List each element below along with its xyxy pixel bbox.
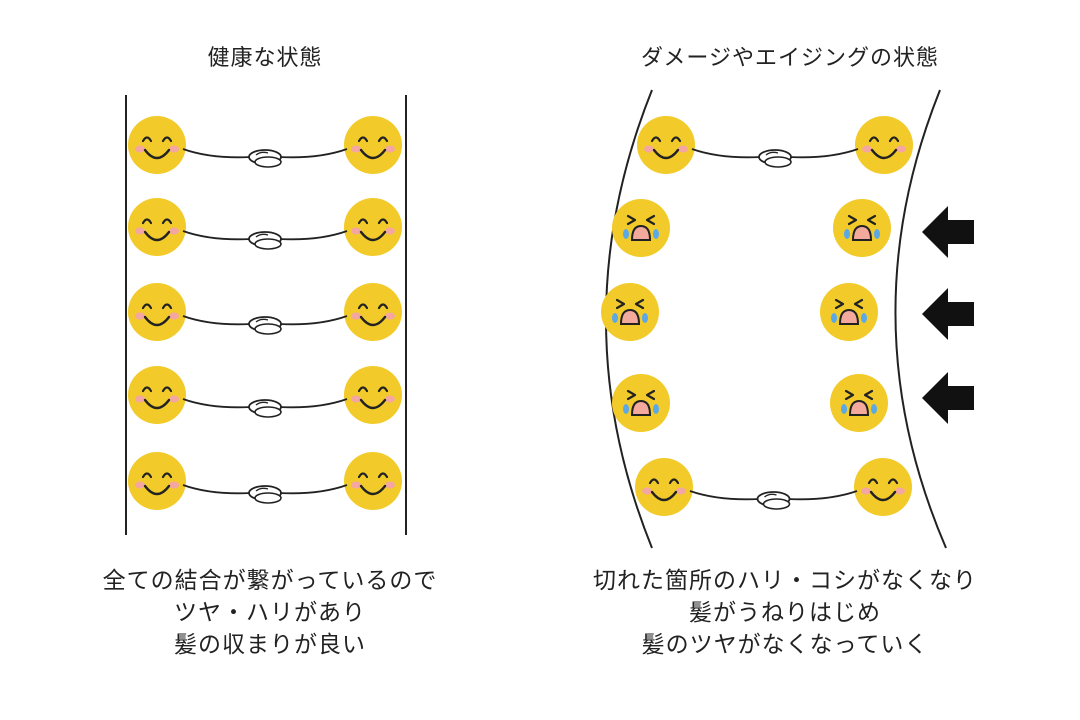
bond-line bbox=[278, 148, 348, 159]
smile-face-icon bbox=[855, 116, 913, 174]
caption-damaged-line-1: 切れた箇所のハリ・コシがなくなり bbox=[593, 568, 977, 594]
bond-line bbox=[278, 230, 348, 241]
handshake-icon bbox=[248, 316, 282, 335]
crying-face-icon bbox=[833, 199, 891, 257]
title-damaged: ダメージやエイジングの状態 bbox=[641, 46, 939, 71]
arrow-left-icon bbox=[922, 288, 974, 340]
smile-face-icon bbox=[344, 366, 402, 424]
title-healthy: 健康な状態 bbox=[207, 46, 323, 71]
bond-line bbox=[278, 398, 348, 409]
handshake-icon bbox=[756, 491, 791, 510]
bond-line bbox=[278, 484, 348, 495]
handshake-icon bbox=[248, 485, 282, 504]
caption-damaged: 切れた箇所のハリ・コシがなくなり 髪がうねりはじめ 髪のツヤがなくなっていく bbox=[545, 565, 1025, 661]
crying-face-icon bbox=[830, 374, 888, 432]
smile-face-icon bbox=[128, 116, 186, 174]
smile-face-icon bbox=[128, 452, 186, 510]
caption-damaged-line-3: 髪のツヤがなくなっていく bbox=[641, 632, 929, 658]
caption-healthy: 全ての結合が繋がっているので ツヤ・ハリがあり 髪の収まりが良い bbox=[40, 565, 500, 661]
handshake-icon bbox=[758, 149, 792, 168]
smile-face-icon bbox=[344, 198, 402, 256]
bond-line bbox=[788, 148, 859, 159]
crying-face-icon bbox=[820, 283, 878, 341]
bond-line bbox=[182, 148, 252, 159]
smile-face-icon bbox=[128, 283, 186, 341]
bond-line bbox=[689, 490, 760, 501]
handshake-icon bbox=[248, 149, 282, 168]
bond-line bbox=[182, 484, 252, 495]
crying-face-icon bbox=[612, 199, 670, 257]
smile-face-icon bbox=[344, 283, 402, 341]
caption-healthy-line-1: 全ての結合が繋がっているので bbox=[102, 568, 438, 594]
smile-face-icon bbox=[128, 366, 186, 424]
caption-healthy-line-2: ツヤ・ハリがあり bbox=[174, 600, 366, 626]
crying-face-icon bbox=[601, 283, 659, 341]
bond-line bbox=[278, 315, 348, 326]
bond-line bbox=[787, 490, 858, 501]
bond-line bbox=[182, 315, 252, 326]
handshake-icon bbox=[248, 231, 282, 250]
smile-face-icon bbox=[635, 458, 693, 516]
handshake-icon bbox=[248, 399, 282, 418]
smile-face-icon bbox=[854, 458, 912, 516]
hair-wall-right-bowed bbox=[894, 89, 947, 549]
smile-face-icon bbox=[637, 116, 695, 174]
arrow-left-icon bbox=[922, 372, 974, 424]
caption-healthy-line-3: 髪の収まりが良い bbox=[174, 632, 366, 658]
bond-line bbox=[182, 398, 252, 409]
smile-face-icon bbox=[344, 116, 402, 174]
smile-face-icon bbox=[344, 452, 402, 510]
bond-line bbox=[182, 230, 252, 241]
smile-face-icon bbox=[128, 198, 186, 256]
crying-face-icon bbox=[612, 374, 670, 432]
caption-damaged-line-2: 髪がうねりはじめ bbox=[689, 600, 881, 626]
bond-line bbox=[691, 148, 762, 159]
arrow-left-icon bbox=[922, 206, 974, 258]
